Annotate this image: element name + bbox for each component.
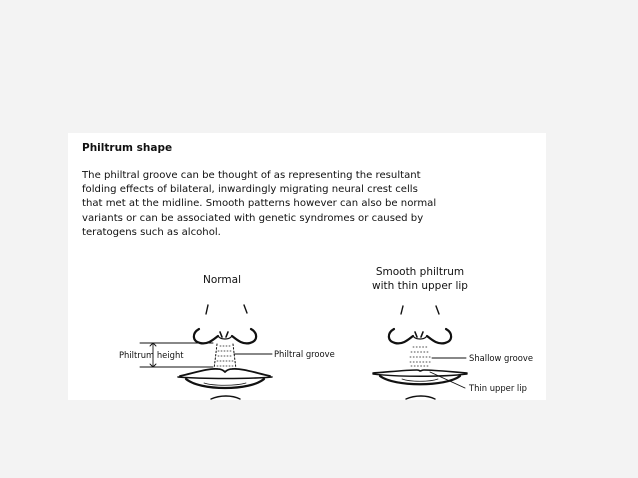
paragraph-line: teratogens such as alcohol. [82,226,221,238]
smooth-philtrum-title: Smooth philtrum with thin upper lip [360,265,480,293]
paragraph-line: variants or can be associated with genet… [82,212,424,224]
normal-face-drawing [177,304,273,400]
paragraph-line: that met at the midline. Smooth patterns… [82,198,437,210]
description-paragraph: The philtral groove can be thought of as… [82,169,522,240]
philtrum-height-label: Philtrum height [119,350,184,360]
thin-upper-lip-leader [429,371,466,389]
philtral-groove-label: Philtral groove [274,349,335,359]
normal-title: Normal [203,274,241,286]
smooth-title-line: with thin upper lip [372,280,468,292]
paragraph-line: folding effects of bilateral, inwardingl… [82,184,418,196]
content-panel: Philtrum shape The philtral groove can b… [68,133,546,400]
smooth-title-line: Smooth philtrum [375,266,465,278]
section-heading: Philtrum shape [82,142,173,154]
smooth-face-drawing [372,305,468,400]
paragraph-line: The philtral groove can be thought of as… [82,170,421,181]
shallow-groove-label: Shallow groove [469,353,533,363]
philtrum-illustration [139,304,468,400]
thin-upper-lip-label: Thin upper lip [469,383,527,393]
philtrum-height-marker [139,342,214,368]
